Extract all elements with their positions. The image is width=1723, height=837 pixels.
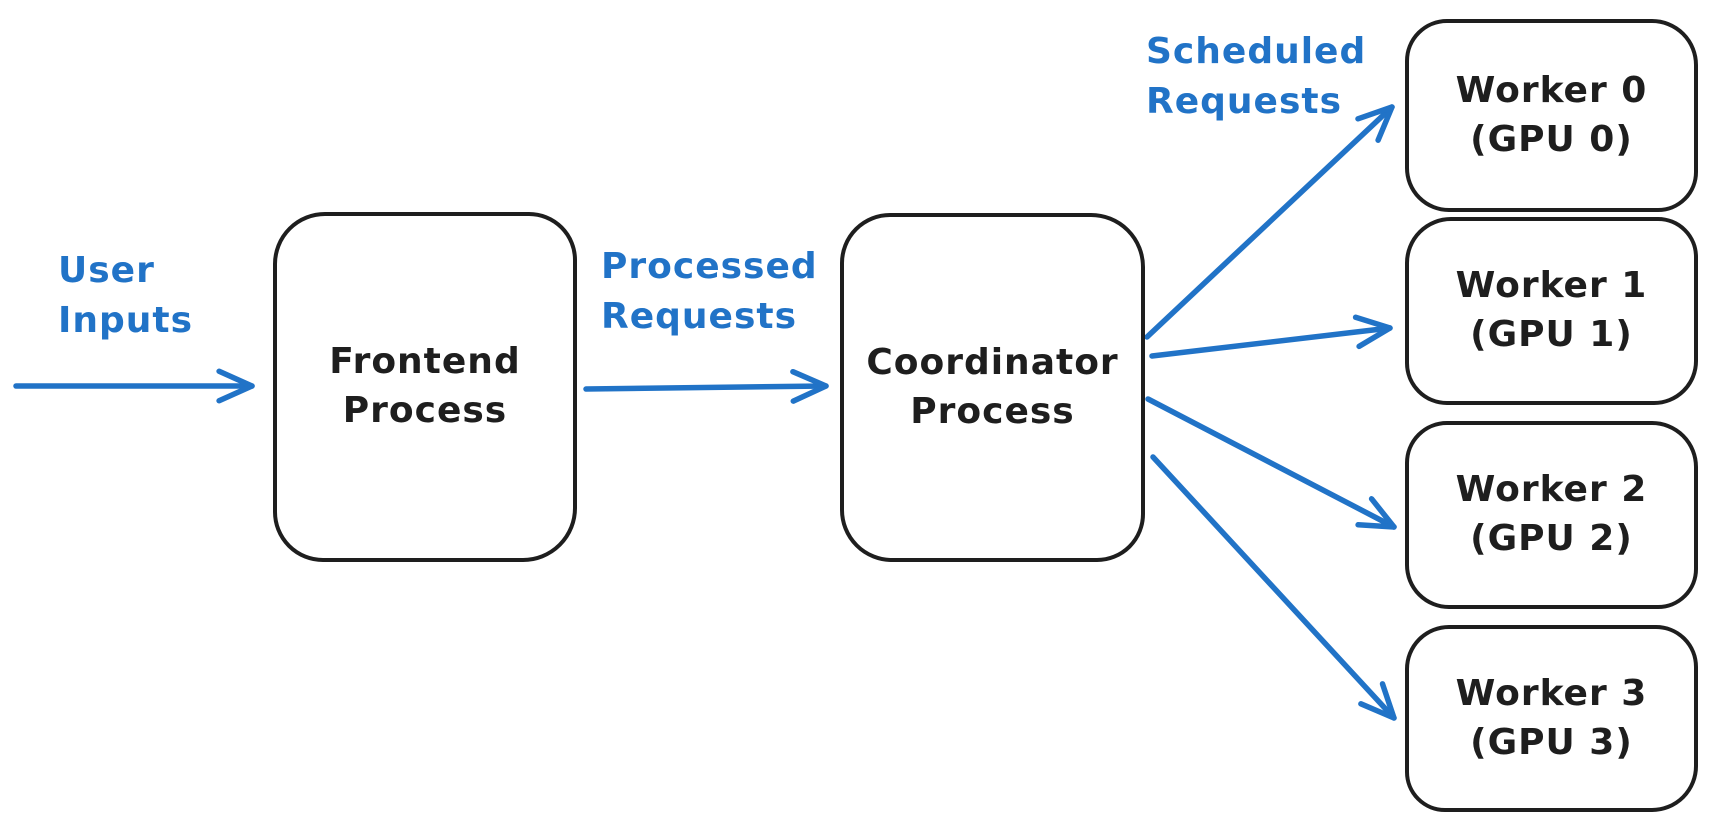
coordinator-process-label-line1: Coordinator — [866, 341, 1119, 383]
scheduled-arrow-worker2 — [1145, 396, 1397, 530]
processed-requests-label-line1: Processed — [601, 246, 818, 287]
worker-2-node: Worker 2 (GPU 2) — [1405, 421, 1698, 609]
scheduled-arrow-worker1 — [1149, 314, 1393, 359]
worker-1-label-line2: (GPU 1) — [1470, 314, 1633, 355]
frontend-process-label-line2: Process — [342, 390, 508, 431]
scheduled-requests-label-line1: Scheduled — [1146, 31, 1367, 72]
coordinator-process-label: Coordinator Process — [866, 339, 1118, 436]
user-inputs-label-line1: User — [58, 250, 155, 291]
scheduled-requests-label: Scheduled Requests — [1146, 27, 1366, 127]
user-inputs-arrow — [13, 368, 255, 404]
user-inputs-label-line2: Inputs — [58, 300, 194, 341]
worker-3-label-line1: Worker 3 — [1455, 672, 1648, 714]
worker-0-node: Worker 0 (GPU 0) — [1405, 19, 1698, 212]
worker-3-label-line2: (GPU 3) — [1470, 721, 1633, 763]
worker-1-node: Worker 1 (GPU 1) — [1405, 217, 1698, 405]
frontend-process-label: Frontend Process — [329, 338, 520, 435]
user-inputs-label: User Inputs — [58, 246, 193, 346]
coordinator-process-node: Coordinator Process — [840, 213, 1145, 562]
worker-2-label-line2: (GPU 2) — [1470, 518, 1633, 559]
processed-requests-label-line2: Requests — [601, 296, 798, 337]
worker-2-label: Worker 2 (GPU 2) — [1456, 466, 1648, 563]
worker-1-label-line1: Worker 1 — [1455, 265, 1648, 307]
coordinator-process-label-line2: Process — [910, 390, 1075, 432]
worker-0-label-line2: (GPU 0) — [1470, 118, 1633, 160]
processed-requests-arrow — [583, 368, 829, 404]
processed-requests-label: Processed Requests — [601, 242, 818, 342]
scheduled-arrow-worker0 — [1144, 104, 1395, 340]
worker-3-node: Worker 3 (GPU 3) — [1405, 625, 1698, 812]
worker-0-label: Worker 0 (GPU 0) — [1456, 67, 1648, 164]
worker-2-label-line1: Worker 2 — [1455, 469, 1648, 511]
scheduled-requests-label-line2: Requests — [1146, 81, 1343, 122]
scheduled-arrow-worker3 — [1150, 454, 1397, 721]
worker-3-label: Worker 3 (GPU 3) — [1456, 670, 1648, 767]
frontend-process-label-line1: Frontend — [329, 341, 521, 383]
frontend-process-node: Frontend Process — [273, 212, 577, 562]
worker-0-label-line1: Worker 0 — [1455, 69, 1648, 111]
worker-1-label: Worker 1 (GPU 1) — [1456, 262, 1648, 359]
